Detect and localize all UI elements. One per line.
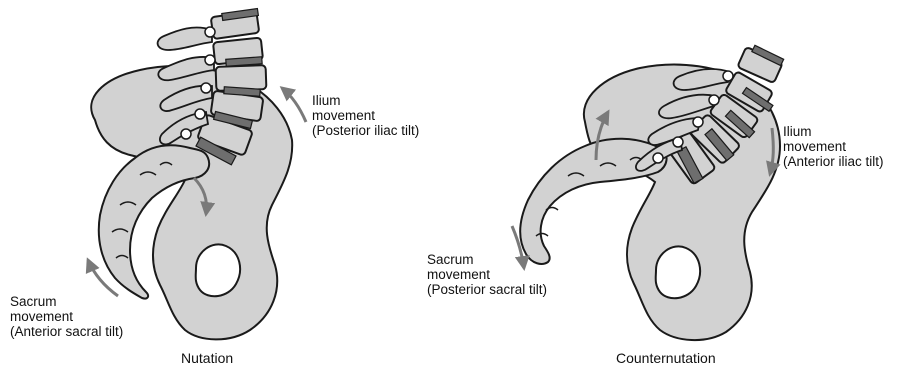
counternutation-obturator-foramen [656, 246, 700, 298]
counternutation-sacrum-label-line2: movement [427, 267, 547, 282]
nutation-ilium-label-line3: (Posterior iliac tilt) [312, 123, 419, 138]
nutation-caption: Nutation [181, 350, 233, 366]
counternutation-ilium-label-line2: movement [783, 139, 884, 154]
nutation-sacrum-label-line2: movement [10, 309, 123, 324]
counternutation-sacrum-label: Sacrum movement (Posterior sacral tilt) [427, 252, 547, 297]
nutation-sacrum-label: Sacrum movement (Anterior sacral tilt) [10, 294, 123, 339]
nutation-ilium-label: Ilium movement (Posterior iliac tilt) [312, 93, 419, 138]
nutation-ilium-label-line2: movement [312, 108, 419, 123]
counternutation-sacrum-label-line1: Sacrum [427, 252, 547, 267]
nutation-sacrum-label-line1: Sacrum [10, 294, 123, 309]
nutation-ilium-arrow [282, 88, 306, 122]
nutation-ilium-label-line1: Ilium [312, 93, 419, 108]
counternutation-ilium-label-line1: Ilium [783, 124, 884, 139]
nutation-obturator-foramen [196, 244, 240, 296]
counternutation-ilium-label: Ilium movement (Anterior iliac tilt) [783, 124, 884, 169]
nutation-illustration [88, 9, 306, 340]
counternutation-illustration [512, 45, 784, 340]
counternutation-ilium-label-line3: (Anterior iliac tilt) [783, 154, 884, 169]
counternutation-caption: Counternutation [616, 350, 716, 366]
counternutation-sacrum-label-line3: (Posterior sacral tilt) [427, 282, 547, 297]
nutation-sacrum-label-line3: (Anterior sacral tilt) [10, 324, 123, 339]
